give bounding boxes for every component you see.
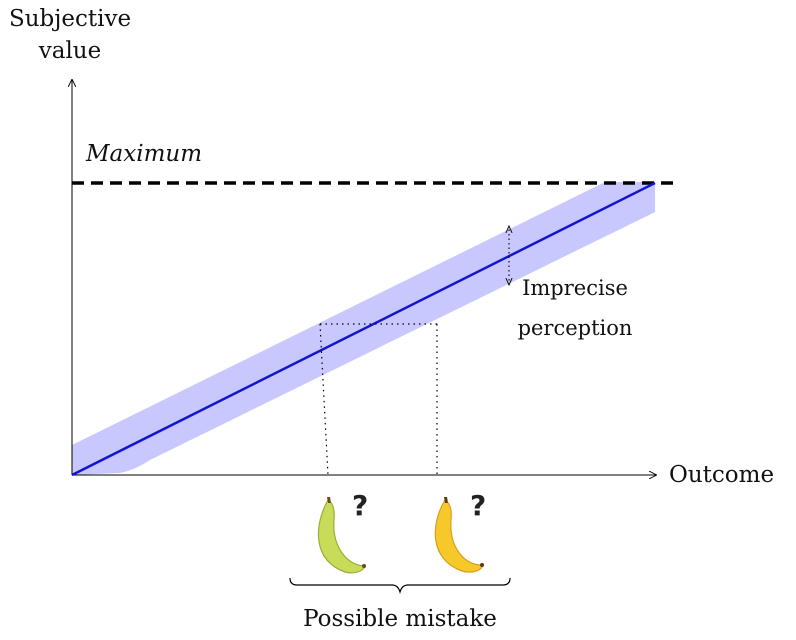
imprecise-label-line1: Imprecise [522,276,628,300]
x-axis-label: Outcome [669,462,775,488]
possible-mistake-brace [289,577,511,595]
y-axis-label-line1: Subjective [8,6,132,32]
imprecise-label-line2: perception [517,316,633,340]
green-banana-icon [317,497,366,574]
value-line [71,181,656,477]
maximum-label: Maximum [86,141,203,167]
possible-mistake-label: Possible mistake [303,606,497,632]
ripe-banana-icon [434,497,484,573]
question-mark-left: ? [352,489,369,522]
question-mark-right: ? [470,489,487,522]
y-axis-label-line2: value [38,38,102,64]
